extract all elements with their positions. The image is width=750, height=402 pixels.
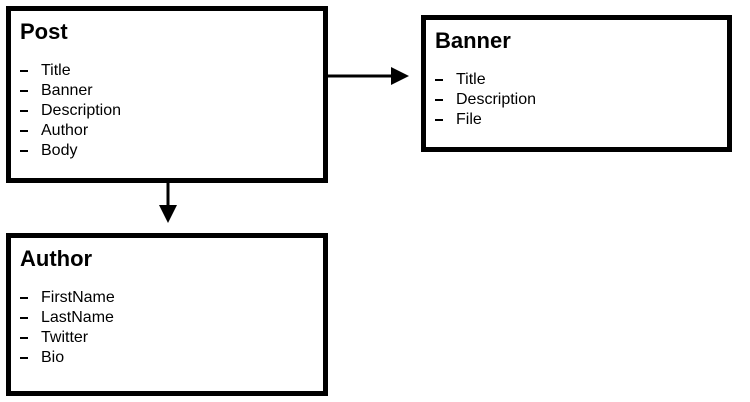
field-list: Title Banner Description Author Body [20,61,121,161]
field-label: Title [456,71,486,88]
dash-bullet [20,317,28,319]
field-item: Description [20,101,121,121]
field-label: Description [41,102,122,119]
field-label: Body [41,142,78,159]
field-label: Title [41,62,71,79]
dash-bullet [20,90,28,92]
entity-title: Post [20,19,68,44]
dash-bullet [20,357,28,359]
dash-bullet [435,99,443,101]
field-label: File [456,111,482,128]
dash-bullet [20,110,28,112]
dash-bullet [20,70,28,72]
field-item: Banner [20,81,121,101]
entity-banner: Banner Title Description File [421,15,732,152]
field-item: Description [435,90,536,110]
field-item: Title [20,61,121,81]
field-item: Title [435,70,536,90]
field-item: FirstName [20,288,115,308]
field-label: Banner [41,82,93,99]
dash-bullet [20,297,28,299]
field-list: Title Description File [435,70,536,130]
entity-post: Post Title Banner Description Author Bod… [6,6,328,183]
field-item: Twitter [20,328,115,348]
dash-bullet [20,150,28,152]
entity-title: Author [20,246,93,271]
field-label: Twitter [41,329,89,346]
field-label: FirstName [41,289,115,306]
field-label: LastName [41,309,114,326]
dash-bullet [435,119,443,121]
dash-bullet [20,130,28,132]
field-item: Author [20,121,121,141]
dash-bullet [20,337,28,339]
field-list: FirstName LastName Twitter Bio [20,288,115,368]
field-label: Author [41,122,89,139]
entity-title: Banner [435,28,511,53]
field-item: Body [20,141,121,161]
entity-author: Author FirstName LastName Twitter Bio [6,233,328,396]
field-item: File [435,110,536,130]
field-label: Bio [41,349,65,366]
field-label: Description [456,91,537,108]
dash-bullet [435,79,443,81]
field-item: LastName [20,308,115,328]
field-item: Bio [20,348,115,368]
